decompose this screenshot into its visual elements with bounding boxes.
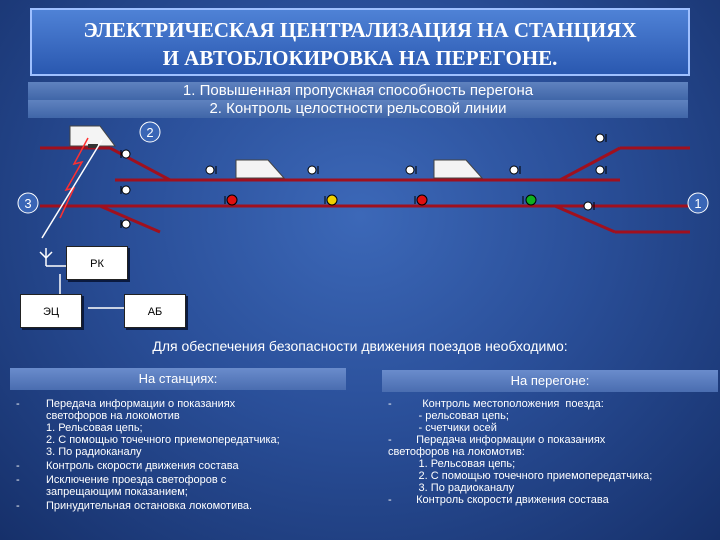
title-line-2: И АВТОБЛОКИРОВКА НА ПЕРЕГОНЕ. xyxy=(162,46,558,70)
haul-list-line: - счетчики осей xyxy=(388,422,497,434)
signal-green xyxy=(525,194,537,206)
signal-masts xyxy=(120,134,607,228)
signal-white-6 xyxy=(405,165,415,175)
train-icon-2 xyxy=(433,159,484,179)
haul-list-line: светофоров на локомотив: xyxy=(388,446,525,458)
signal-red-1 xyxy=(226,194,238,206)
signal-white-9 xyxy=(595,165,605,175)
marker-2 xyxy=(139,121,161,143)
signal-white-10 xyxy=(583,201,593,211)
list-line: 1. Рельсовая цепь; xyxy=(46,422,143,434)
station-list-item: - Принудительная остановка локомотива. xyxy=(16,500,356,512)
list-line: светофоров на локомотив xyxy=(46,410,180,422)
radio-wave-icon xyxy=(59,137,89,219)
signal-white-8 xyxy=(595,133,605,143)
switch-top-right xyxy=(559,146,621,182)
white-signals xyxy=(121,133,605,229)
benefit-2: 2. Контроль целостности рельсовой линии xyxy=(28,100,688,118)
marker-1-label: 1 xyxy=(694,196,701,211)
list-dash: - xyxy=(16,460,20,472)
signal-white-3 xyxy=(121,219,131,229)
list-dash: - xyxy=(16,500,20,512)
slide-title: ЭЛЕКТРИЧЕСКАЯ ЦЕНТРАЛИЗАЦИЯ НА СТАНЦИЯХ … xyxy=(30,8,690,76)
marker-2-label: 2 xyxy=(146,125,153,140)
signal-white-2 xyxy=(121,185,131,195)
haul-list-line: - Передача информации о показаниях xyxy=(388,434,606,446)
signal-white-5 xyxy=(307,165,317,175)
haul-list-line: 1. Рельсовая цепь; xyxy=(388,458,516,470)
benefit-1: 1. Повышенная пропускная способность пер… xyxy=(28,82,688,100)
marker-3 xyxy=(17,192,39,214)
list-line: 3. По радиоканалу xyxy=(46,446,142,458)
box-ec: ЭЦ xyxy=(20,294,82,328)
box-rk: РК xyxy=(66,246,128,280)
train-icon-station xyxy=(69,125,116,147)
trains xyxy=(69,125,484,179)
haul-list: - Контроль местоположения поезда: - рель… xyxy=(388,398,718,506)
signal-white-7 xyxy=(509,165,519,175)
railway-scheme: 3 1 2 xyxy=(17,121,709,309)
antenna-link xyxy=(41,139,103,239)
list-line: Исключение проезда светофоров с xyxy=(46,474,227,486)
list-dash: - xyxy=(16,398,20,410)
radio-link xyxy=(59,137,89,219)
haul-list-line: - Контроль местоположения поезда: xyxy=(388,398,604,410)
signal-white-4 xyxy=(205,165,215,175)
signal-white-1 xyxy=(121,149,131,159)
requirement-heading: Для обеспечения безопасности движения по… xyxy=(152,338,568,354)
track-lines xyxy=(40,146,690,234)
benefits-list: 1. Повышенная пропускная способность пер… xyxy=(28,82,688,118)
title-line-1: ЭЛЕКТРИЧЕСКАЯ ЦЕНТРАЛИЗАЦИЯ НА СТАНЦИЯХ xyxy=(83,18,637,42)
signal-yellow xyxy=(326,194,338,206)
list-line: Контроль скорости движения состава xyxy=(46,460,239,472)
haul-list-line: - Контроль скорости движения состава xyxy=(388,494,609,506)
list-line: 2. С помощью точечного приемопередатчика… xyxy=(46,434,280,446)
list-line: запрещающим показанием; xyxy=(46,486,188,498)
list-line: Принудительная остановка локомотива. xyxy=(46,500,253,512)
marker-3-label: 3 xyxy=(24,196,31,211)
train-icon-1 xyxy=(235,159,286,179)
station-list-item: - Контроль скорости движения состава xyxy=(16,460,356,472)
switch-top-left xyxy=(109,146,171,182)
haul-heading: На перегоне: xyxy=(382,370,718,392)
signal-red-2 xyxy=(416,194,428,206)
list-dash: - xyxy=(16,474,20,486)
list-line: Передача информации о показаниях xyxy=(46,398,236,410)
switch-bottom-left xyxy=(99,204,161,234)
stations-heading: На станциях: xyxy=(10,368,346,390)
haul-list-line: 2. С помощью точечного приемопередатчика… xyxy=(388,470,653,482)
marker-1 xyxy=(687,192,709,214)
haul-list-line: - рельсовая цепь; xyxy=(388,410,509,422)
box-ab: АБ xyxy=(124,294,186,328)
switch-bottom-right xyxy=(554,204,616,234)
haul-list-line: 3. По радиоканалу xyxy=(388,482,515,494)
